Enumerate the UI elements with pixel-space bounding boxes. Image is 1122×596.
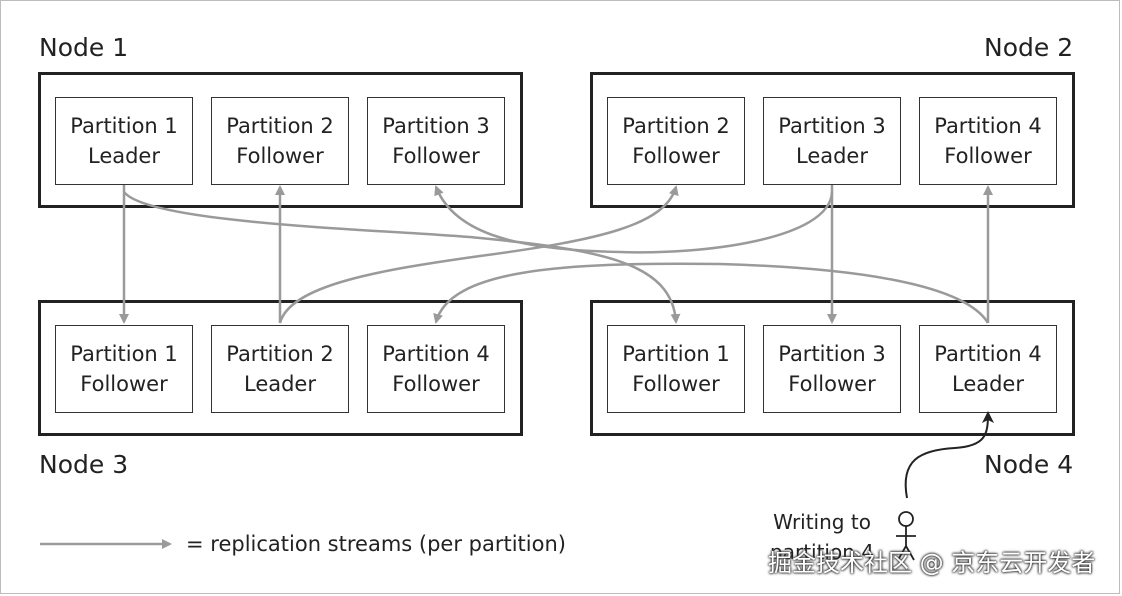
partition-name: Partition 2 — [226, 342, 334, 366]
partition-name: Partition 3 — [778, 114, 886, 138]
node-2-partition-2: Partition 2 Follower — [607, 97, 745, 185]
node-2-partition-4: Partition 4 Follower — [919, 97, 1057, 185]
node-3-partition-1: Partition 1 Follower — [55, 325, 193, 413]
partition-role: Leader — [795, 144, 868, 168]
node-2-label: Node 2 — [984, 33, 1074, 62]
client-label: Writing to partition 4 — [760, 507, 884, 567]
client-label-line1: Writing to — [773, 510, 871, 534]
partition-role: Leader — [243, 372, 316, 396]
node-3-partition-4: Partition 4 Follower — [367, 325, 505, 413]
arrow-p4-to-node3 — [433, 262, 990, 324]
watermark: 掘金技术社区 @ 京东云开发者 — [768, 549, 1096, 577]
partition-name: Partition 1 — [622, 342, 730, 366]
node-1-partition-2: Partition 2 Follower — [211, 97, 349, 185]
partition-role: Follower — [80, 372, 168, 396]
partition-name: Partition 4 — [934, 114, 1042, 138]
partition-role: Follower — [944, 144, 1032, 168]
partition-role: Follower — [392, 144, 480, 168]
node-4-label: Node 4 — [984, 450, 1074, 479]
partition-role: Follower — [632, 372, 720, 396]
node-4-partition-1: Partition 1 Follower — [607, 325, 745, 413]
partition-name: Partition 2 — [226, 114, 334, 138]
node-1-partition-1: Partition 1 Leader — [55, 97, 193, 185]
node-4-partition-3: Partition 3 Follower — [763, 325, 901, 413]
partition-name: Partition 1 — [70, 342, 178, 366]
partition-role: Leader — [87, 144, 160, 168]
node-3-label: Node 3 — [39, 450, 129, 479]
partition-name: Partition 4 — [934, 342, 1042, 366]
partition-name: Partition 2 — [622, 114, 730, 138]
client-icon — [896, 511, 916, 561]
partition-role: Leader — [951, 372, 1024, 396]
client-write-arrow — [904, 411, 994, 499]
partition-role: Follower — [236, 144, 324, 168]
node-2-partition-3: Partition 3 Leader — [763, 97, 901, 185]
legend-label: = replication streams (per partition) — [186, 532, 566, 556]
node-1-partition-3: Partition 3 Follower — [367, 97, 505, 185]
partition-name: Partition 4 — [382, 342, 490, 366]
partition-name: Partition 1 — [70, 114, 178, 138]
partition-role: Follower — [632, 144, 720, 168]
client-label-line2: partition 4 — [770, 540, 874, 564]
node-3-partition-2: Partition 2 Leader — [211, 325, 349, 413]
arrow-p1-to-node4 — [123, 191, 681, 324]
node-1-label: Node 1 — [39, 33, 129, 62]
partition-role: Follower — [788, 372, 876, 396]
arrow-p3-to-node1 — [434, 185, 834, 254]
arrow-p2-to-node2 — [278, 185, 679, 324]
partition-name: Partition 3 — [382, 114, 490, 138]
partition-name: Partition 3 — [778, 342, 886, 366]
node-4-partition-4: Partition 4 Leader — [919, 325, 1057, 413]
partition-role: Follower — [392, 372, 480, 396]
